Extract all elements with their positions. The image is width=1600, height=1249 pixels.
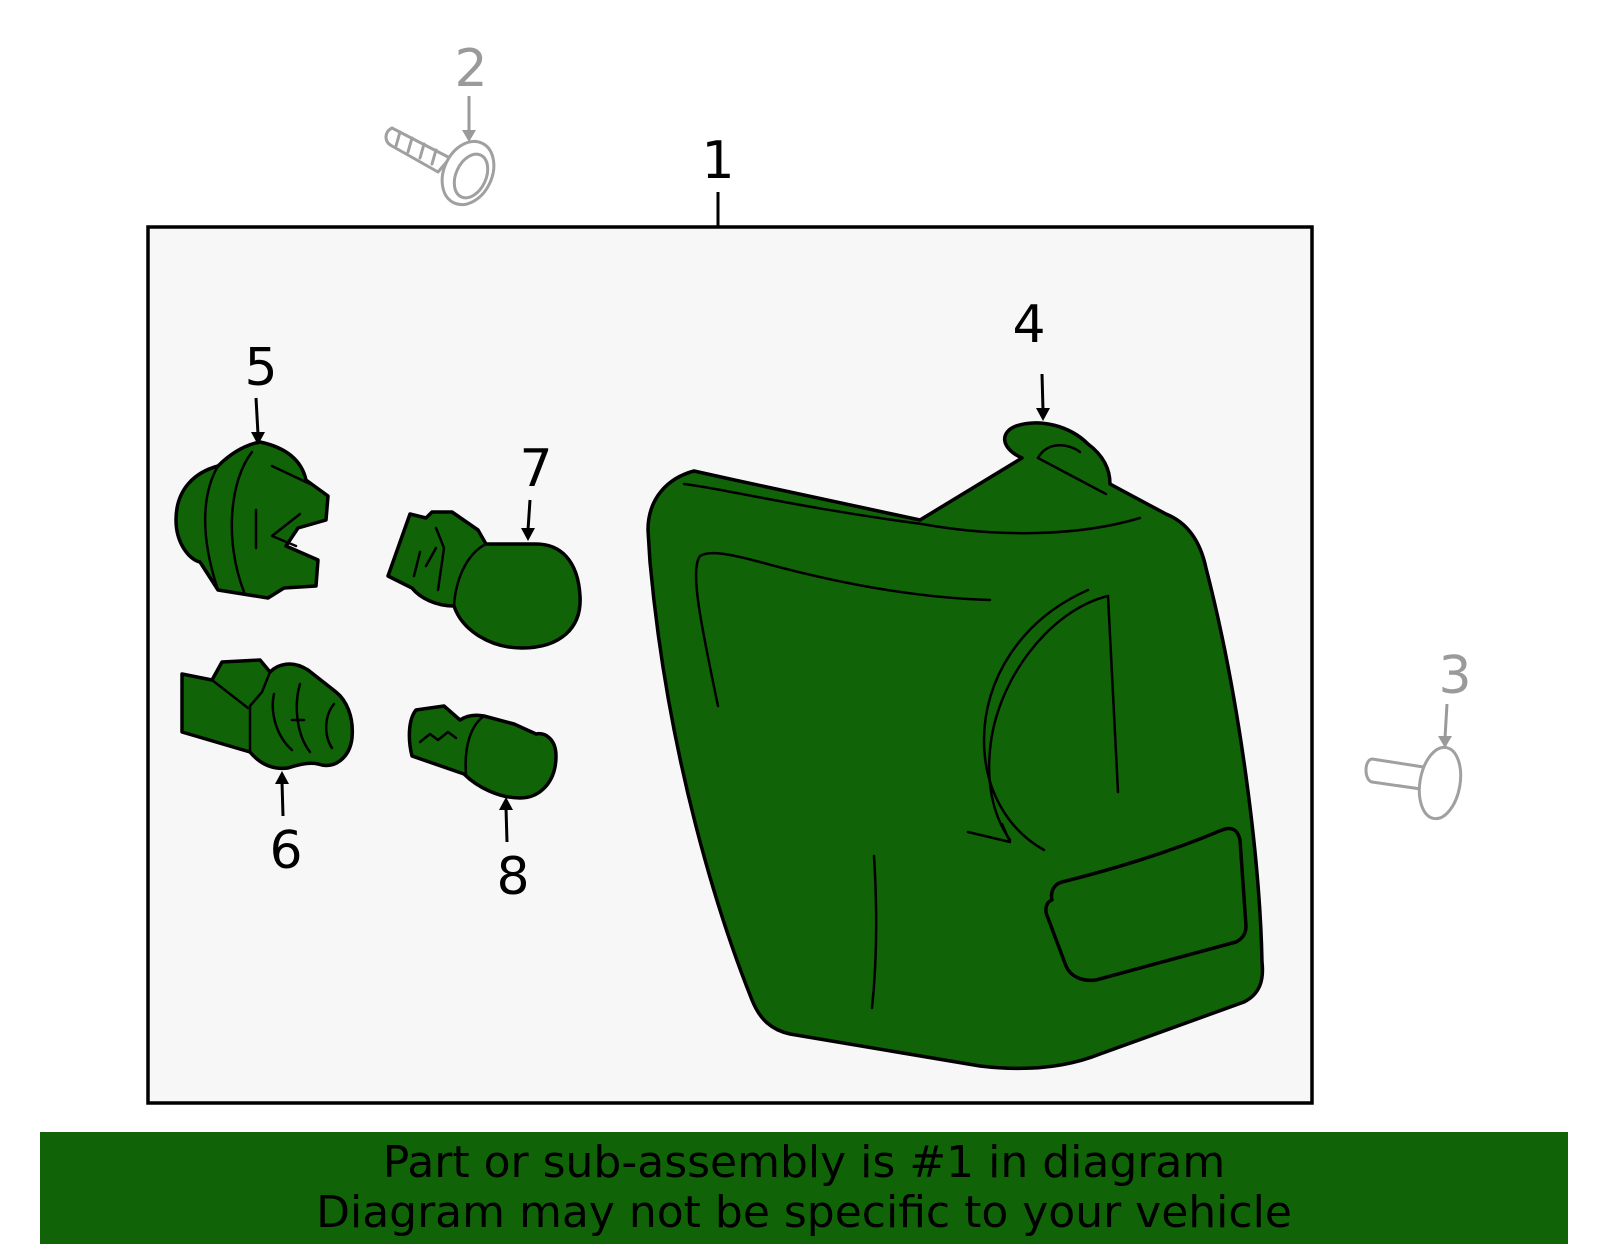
callout-3-leader xyxy=(1443,703,1449,739)
bulb-part-8 xyxy=(407,704,558,800)
callout-6-leader xyxy=(280,781,285,817)
callout-3-arrow xyxy=(1438,736,1452,748)
callout-5-arrow xyxy=(251,432,265,445)
banner-line-1: Part or sub-assembly is #1 in diagram xyxy=(382,1137,1226,1188)
callout-7-leader xyxy=(526,499,532,531)
callout-6: 6 xyxy=(269,821,302,881)
callout-7: 7 xyxy=(519,439,552,499)
callout-8-leader xyxy=(504,807,509,843)
callout-4-arrow xyxy=(1036,408,1050,421)
callout-8-arrow xyxy=(499,797,513,810)
callout-4: 4 xyxy=(1012,295,1045,355)
callout-3: 3 xyxy=(1438,646,1471,706)
callout-7-arrow xyxy=(521,528,535,541)
callout-8: 8 xyxy=(496,847,529,907)
banner-line-2: Diagram may not be specific to your vehi… xyxy=(316,1187,1292,1238)
callout-5-leader xyxy=(254,397,260,435)
callout-1: 1 xyxy=(701,131,734,191)
callout-2: 2 xyxy=(454,39,487,99)
callout-6-arrow xyxy=(275,771,289,784)
lamp-housing-part-4 xyxy=(646,421,1265,1071)
callout-2-arrow xyxy=(462,130,476,142)
screw-part-2 xyxy=(384,126,496,207)
socket-part-5 xyxy=(174,440,330,600)
bulb-part-7 xyxy=(386,510,582,650)
socket-part-6 xyxy=(180,658,355,771)
info-banner: Part or sub-assembly is #1 in diagram Di… xyxy=(40,1132,1568,1244)
callout-4-leader xyxy=(1040,373,1045,411)
callout-5: 5 xyxy=(244,338,277,398)
bolt-part-3 xyxy=(1364,745,1463,821)
